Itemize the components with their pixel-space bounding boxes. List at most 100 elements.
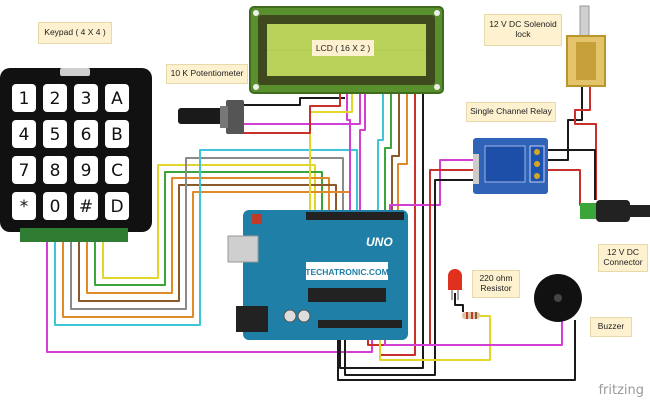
- keypad-key[interactable]: [74, 156, 98, 184]
- wire-lcd-gnd: [339, 93, 424, 369]
- label-connector: 12 V DC Connector: [598, 244, 648, 272]
- solenoid-plunger: [579, 5, 590, 41]
- buzzer-hole: [554, 294, 562, 302]
- wire-relay-signal: [389, 159, 475, 213]
- wire-keypad-8: [46, 235, 373, 353]
- arduino-chip: [308, 288, 386, 302]
- wire-pot-1: [235, 97, 345, 106]
- dc-terminal: [580, 203, 598, 219]
- keypad-key-label: 3: [81, 89, 92, 109]
- keypad-key[interactable]: [74, 84, 98, 112]
- keypad-key-label: 2: [50, 89, 61, 109]
- keypad-key[interactable]: [105, 84, 129, 112]
- keypad-key-label: 9: [81, 161, 92, 181]
- keypad-key[interactable]: [12, 120, 36, 148]
- label-keypad-wrapper: Keypad ( 4 X 4 ): [38, 22, 112, 44]
- wire-lcd-2: [309, 93, 353, 213]
- keypad-tab: [60, 68, 90, 76]
- wire-keypad-3: [86, 177, 330, 294]
- dc-jack: [596, 200, 630, 222]
- label-buzzer: Buzzer: [590, 317, 632, 337]
- arduino-model-text: UNO: [366, 235, 393, 249]
- keypad-key[interactable]: [43, 192, 67, 220]
- relay-cube: [484, 145, 526, 183]
- label-solenoid: 12 V DC Solenoid lock: [484, 14, 562, 46]
- wire-keypad-7: [54, 149, 358, 326]
- arduino-header-top: [306, 212, 404, 220]
- keypad-key-label: #: [79, 197, 93, 217]
- keypad-key[interactable]: [105, 192, 129, 220]
- keypad-key[interactable]: [12, 84, 36, 112]
- keypad-connector: [20, 228, 128, 242]
- led-body: [448, 269, 462, 290]
- arduino-reset: [252, 214, 262, 224]
- pot-nut: [220, 106, 228, 128]
- label-pot-wrapper: 10 K Potentiometer: [166, 64, 248, 84]
- arduino-header-bottom: [318, 320, 402, 328]
- keypad-key[interactable]: [12, 156, 36, 184]
- potentiometer: [178, 100, 244, 134]
- pot-body: [226, 100, 244, 134]
- wire-lcd-5: [391, 93, 400, 213]
- keypad-key[interactable]: [105, 120, 129, 148]
- lcd-hole-3: [253, 84, 259, 90]
- keypad-key[interactable]: [43, 84, 67, 112]
- wire-relay-connector: [548, 169, 590, 206]
- wire-lcd-6: [397, 93, 408, 213]
- dc-cable: [628, 205, 650, 217]
- keypad-key[interactable]: [105, 156, 129, 184]
- keypad-key-label: *: [20, 197, 29, 217]
- keypad-key-label: D: [110, 197, 123, 217]
- keypad-key[interactable]: [12, 192, 36, 220]
- keypad-key-label: 1: [19, 89, 30, 109]
- keypad-key[interactable]: [74, 192, 98, 220]
- wire-resistor: [379, 315, 491, 361]
- wire-buzzer-signal: [384, 320, 563, 346]
- keypad-key-label: 8: [50, 161, 61, 181]
- keypad-key-label: A: [111, 89, 123, 109]
- solenoid-core: [576, 42, 596, 80]
- relay-screw-3: [534, 173, 540, 179]
- keypad-key-label: 7: [19, 161, 30, 181]
- wire-lcd-7: [359, 93, 366, 213]
- keypad-key[interactable]: [74, 120, 98, 148]
- keypad-key-label: 4: [19, 125, 30, 145]
- wire-keypad-4: [78, 184, 337, 302]
- label-buzzer-wrapper: Buzzer: [590, 317, 632, 337]
- lcd-hole-4: [434, 84, 440, 90]
- arduino-cap-1: [283, 309, 297, 323]
- arduino-uno: TECHATRONIC.COM UNO: [227, 210, 408, 340]
- led: [448, 269, 462, 300]
- keypad-key-label: C: [111, 161, 123, 181]
- arduino-usb: [227, 235, 259, 263]
- lcd-hole-1: [253, 10, 259, 16]
- lcd-hole-2: [434, 10, 440, 16]
- arduino-logo-box: [306, 262, 388, 280]
- keypad-key-label: B: [111, 125, 123, 145]
- label-connector-wrapper: 12 V DC Connector: [598, 244, 648, 272]
- resistor: [462, 312, 480, 319]
- wire-buzzer-gnd: [337, 320, 576, 381]
- relay-screw-1: [534, 149, 540, 155]
- wire-lcd-3: [377, 93, 384, 213]
- keypad-key-label: 5: [50, 125, 61, 145]
- label-lcd-wrapper: LCD ( 16 X 2 ): [312, 40, 374, 56]
- label-solenoid-wrapper: 12 V DC Solenoid lock: [484, 14, 562, 46]
- label-resistor-wrapper: 220 ohm Resistor: [472, 270, 520, 298]
- keypad-key[interactable]: [43, 120, 67, 148]
- buzzer: [534, 274, 582, 322]
- relay-screw-2: [534, 161, 540, 167]
- wire-lcd-1: [346, 93, 351, 213]
- arduino-power-jack: [236, 306, 268, 332]
- wire-led: [454, 293, 464, 312]
- relay-module: [473, 138, 548, 194]
- keypad-key-label: 6: [81, 125, 92, 145]
- label-keypad: Keypad ( 4 X 4 ): [38, 22, 112, 44]
- pot-shaft: [178, 108, 230, 124]
- arduino-logo-text: TECHATRONIC.COM: [305, 267, 388, 277]
- keypad-key[interactable]: [43, 156, 67, 184]
- label-resistor: 220 ohm Resistor: [472, 270, 520, 298]
